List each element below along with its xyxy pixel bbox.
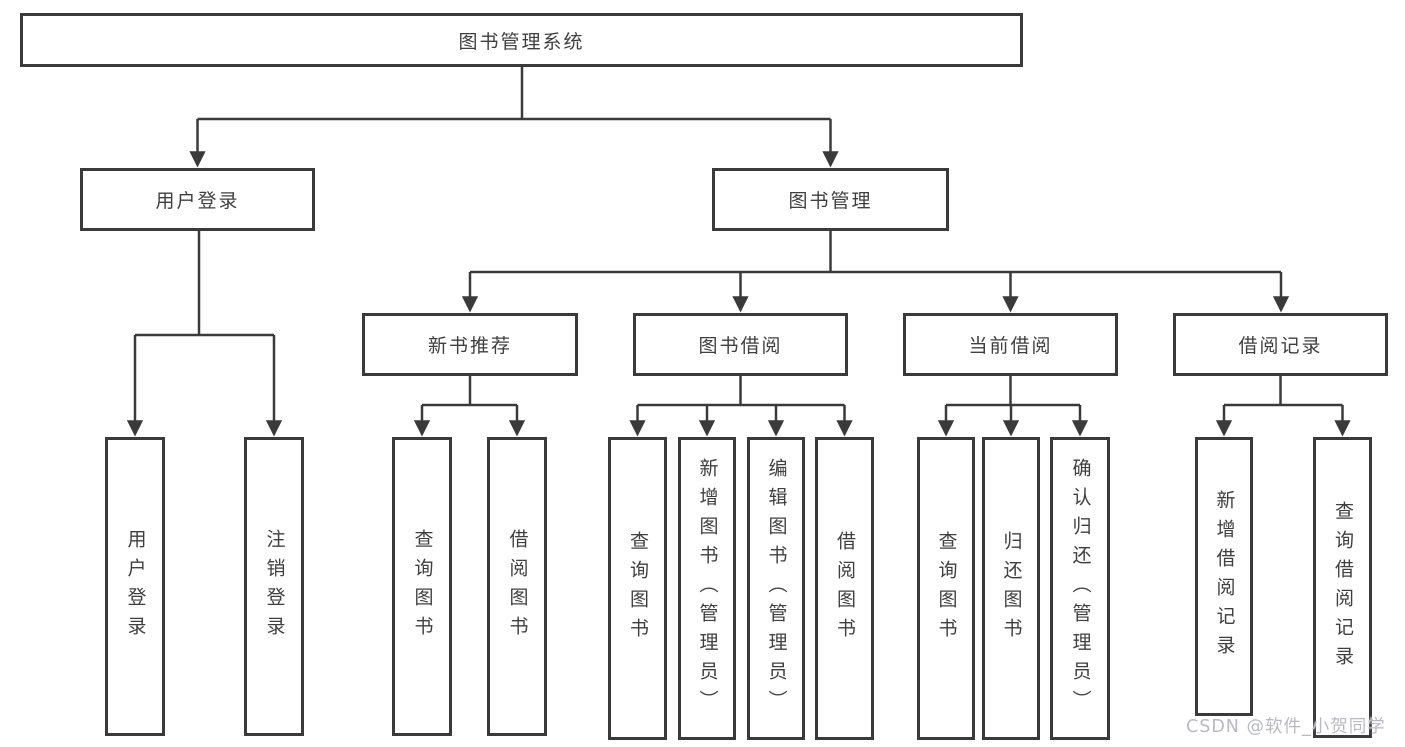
leaf-add-borrow-record-label: 新增借阅记录: [1213, 489, 1236, 664]
leaf-user-login: 用户登录: [105, 437, 165, 736]
leaf-newbooks-query: 查询图书: [392, 437, 452, 736]
leaf-newbooks-borrow: 借阅图书: [487, 437, 547, 736]
leaf-query-borrow-record: 查询借阅记录: [1313, 437, 1372, 738]
node-user-login-label: 用户登录: [155, 190, 240, 212]
connector-book-management-to-level3: [461, 231, 1290, 313]
connector-book-borrow-children: [629, 376, 853, 437]
leaf-add-books-admin: 新增图书（管理员）: [678, 437, 736, 740]
leaf-query-borrow-record-label: 查询借阅记录: [1332, 500, 1354, 675]
leaf-user-login-label: 用户登录: [124, 528, 147, 645]
watermark-text: CSDN @软件_小贺同学: [1186, 717, 1386, 737]
leaf-edit-books-admin: 编辑图书（管理员）: [747, 437, 805, 740]
node-book-management: 图书管理: [712, 168, 949, 231]
leaf-borrow-query-books: 查询图书: [608, 437, 667, 740]
leaf-borrow-books: 借阅图书: [815, 437, 874, 740]
connector-root-to-level2: [189, 67, 839, 168]
node-book-borrow: 图书借阅: [633, 313, 848, 376]
leaf-borrow-query-books-label: 查询图书: [627, 530, 649, 647]
leaf-newbooks-borrow-label: 借阅图书: [506, 528, 529, 645]
node-root: 图书管理系统: [20, 13, 1023, 67]
node-current-borrow-label: 当前借阅: [968, 335, 1053, 357]
leaf-borrow-books-label: 借阅图书: [834, 530, 856, 647]
node-borrow-records-label: 借阅记录: [1238, 335, 1323, 357]
connector-user-login-children: [126, 231, 283, 437]
connector-borrow-records-children: [1215, 376, 1351, 437]
leaf-logout-label: 注销登录: [263, 528, 286, 645]
node-user-login: 用户登录: [80, 168, 315, 231]
leaf-current-query-books-label: 查询图书: [935, 530, 958, 647]
node-book-borrow-label: 图书借阅: [698, 335, 783, 357]
connector-new-book-recommend-children: [413, 376, 526, 437]
node-current-borrow: 当前借阅: [903, 313, 1118, 376]
leaf-add-books-admin-label: 新增图书（管理员）: [696, 458, 719, 719]
node-new-book-recommend: 新书推荐: [362, 313, 578, 376]
leaf-confirm-return-admin: 确认归还（管理员）: [1050, 437, 1110, 740]
leaf-confirm-return-admin-label: 确认归还（管理员）: [1069, 458, 1092, 719]
leaf-current-query-books: 查询图书: [917, 437, 975, 740]
leaf-return-books: 归还图书: [982, 437, 1040, 740]
leaf-add-borrow-record: 新增借阅记录: [1195, 437, 1253, 716]
node-book-management-label: 图书管理: [788, 190, 873, 212]
leaf-return-books-label: 归还图书: [1000, 530, 1023, 647]
leaf-edit-books-admin-label: 编辑图书（管理员）: [765, 458, 788, 719]
leaf-logout: 注销登录: [244, 437, 304, 736]
node-new-book-recommend-label: 新书推荐: [427, 335, 512, 357]
connector-current-borrow-children: [937, 376, 1089, 437]
node-root-label: 图书管理系统: [458, 30, 585, 53]
node-borrow-records: 借阅记录: [1173, 313, 1388, 376]
leaf-newbooks-query-label: 查询图书: [411, 528, 434, 645]
